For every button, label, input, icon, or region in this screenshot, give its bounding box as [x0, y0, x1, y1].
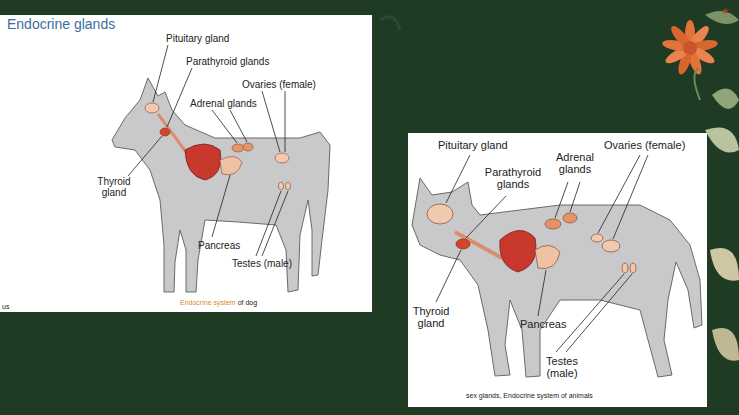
part-label: Testes (male)	[534, 355, 590, 379]
cat-figure	[412, 178, 702, 377]
part-label: Pancreas	[198, 240, 240, 251]
part-label: of dog	[238, 299, 257, 307]
part-label: Endocrine system	[180, 299, 236, 307]
part-label: Pancreas	[520, 318, 566, 330]
part-label: Parathyroid glands	[186, 56, 269, 67]
part-label: us	[2, 303, 9, 311]
part-label: sex glands, Endocrine system of animals	[466, 392, 593, 400]
part-label: Pituitary gland	[438, 139, 508, 151]
part-label: Adrenal glands	[546, 151, 604, 175]
part-label: Ovaries (female)	[604, 139, 685, 151]
dog-panel	[0, 15, 372, 312]
leader-lines	[128, 45, 288, 256]
part-label: Testes (male)	[232, 258, 292, 269]
part-label: Adrenal glands	[190, 98, 257, 109]
part-label: Parathyroid glands	[476, 166, 550, 190]
cat-panel	[408, 133, 707, 407]
part-label: *	[722, 6, 728, 24]
part-label: Pituitary gland	[166, 33, 229, 44]
part-label: Ovaries (female)	[242, 79, 316, 90]
leader-lines	[436, 155, 648, 352]
part-label: Thyroid gland	[406, 305, 456, 329]
slide-title: Endocrine glands	[7, 17, 115, 32]
dog-figure	[112, 78, 330, 292]
part-label: Thyroid gland	[92, 176, 136, 198]
